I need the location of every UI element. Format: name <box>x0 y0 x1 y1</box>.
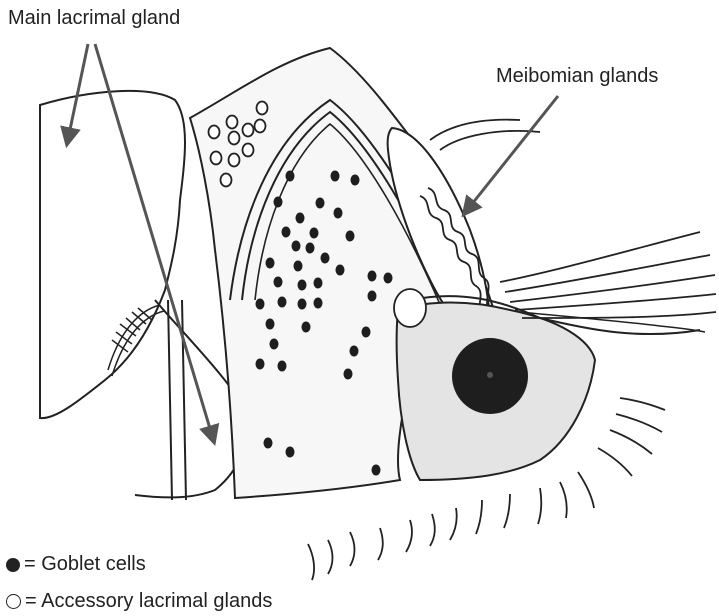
pupil-highlight <box>487 372 493 378</box>
main-lacrimal-gland-outline <box>40 91 185 418</box>
main-lacrimal-gland-label: Main lacrimal gland <box>8 8 180 28</box>
legend-goblet-cells: = Goblet cells <box>6 553 146 576</box>
lacrimal-ducts <box>108 305 164 376</box>
legend-accessory-glands: = Accessory lacrimal glands <box>6 590 272 613</box>
open-circle-icon <box>6 594 21 609</box>
arrow-meibomian <box>464 96 558 214</box>
legend-accessory-text: = Accessory lacrimal glands <box>25 590 272 613</box>
legend-goblet-text: = Goblet cells <box>24 553 146 576</box>
orbital-rim-line-1 <box>168 300 172 500</box>
arrow-lacrimal-lower <box>95 44 214 442</box>
meibomian-glands-label: Meibomian glands <box>496 66 658 86</box>
orbital-rim-line-2 <box>182 300 186 500</box>
filled-circle-icon <box>6 558 20 572</box>
